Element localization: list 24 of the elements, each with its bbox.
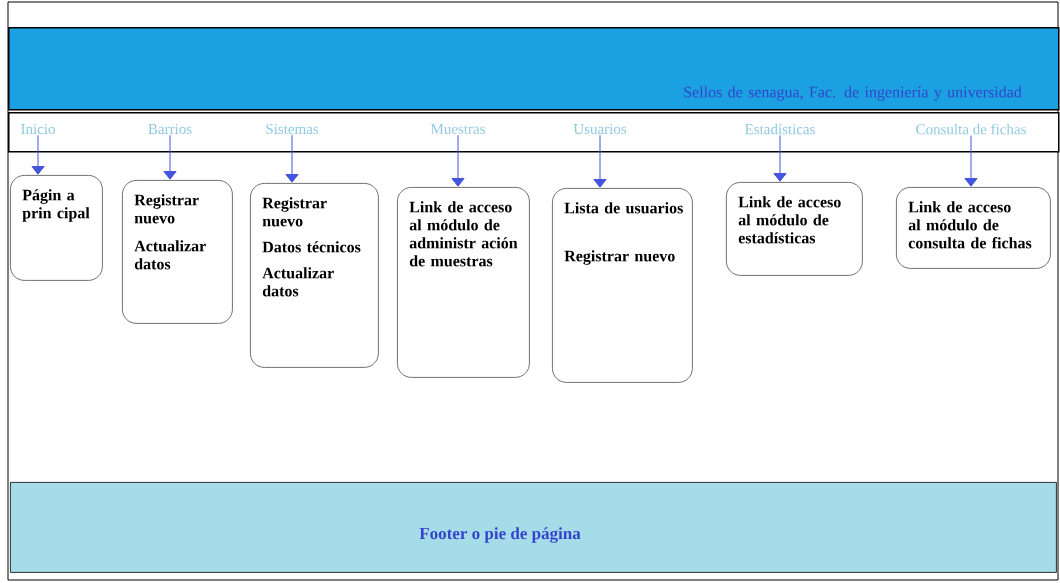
menu-item: Inicio — [21, 123, 55, 135]
content-box: Lista de usuarios Registrar nuevo — [552, 188, 693, 383]
footer-band: Footer o pie de página — [10, 482, 1057, 573]
menu-item: Muestras — [430, 124, 485, 134]
arrow — [285, 134, 299, 183]
arrow — [964, 135, 978, 187]
arrow — [451, 134, 465, 187]
menu-bar — [8, 112, 1060, 153]
header-band: Sellos de senagua, Fac. de ingeniería y universidad — [8, 27, 1060, 111]
content-box: Registrar nuevo Datos técnicos Actualizar datos — [250, 183, 379, 368]
content-box: Link de acceso al módulo de consulta de fichas — [896, 187, 1051, 269]
content-box: Link de acceso al módulo de administr ación de muestras — [397, 187, 530, 378]
menu-item: Sistemas — [266, 123, 319, 135]
menu-item: Consulta de fichas — [916, 123, 1026, 135]
arrow — [593, 134, 607, 188]
arrow — [773, 135, 787, 182]
content-box: Link de acceso al módulo de estadísticas — [726, 182, 863, 276]
arrow — [31, 134, 45, 175]
menu-item: Estadísticas — [745, 123, 815, 135]
menu-item: Barrios — [148, 123, 192, 135]
arrow — [163, 134, 177, 180]
menu-item: Usuarios — [573, 123, 627, 135]
content-box: Registrar nuevo Actualizar datos — [122, 180, 233, 324]
content-box: Págin a prin cipal — [10, 175, 103, 281]
